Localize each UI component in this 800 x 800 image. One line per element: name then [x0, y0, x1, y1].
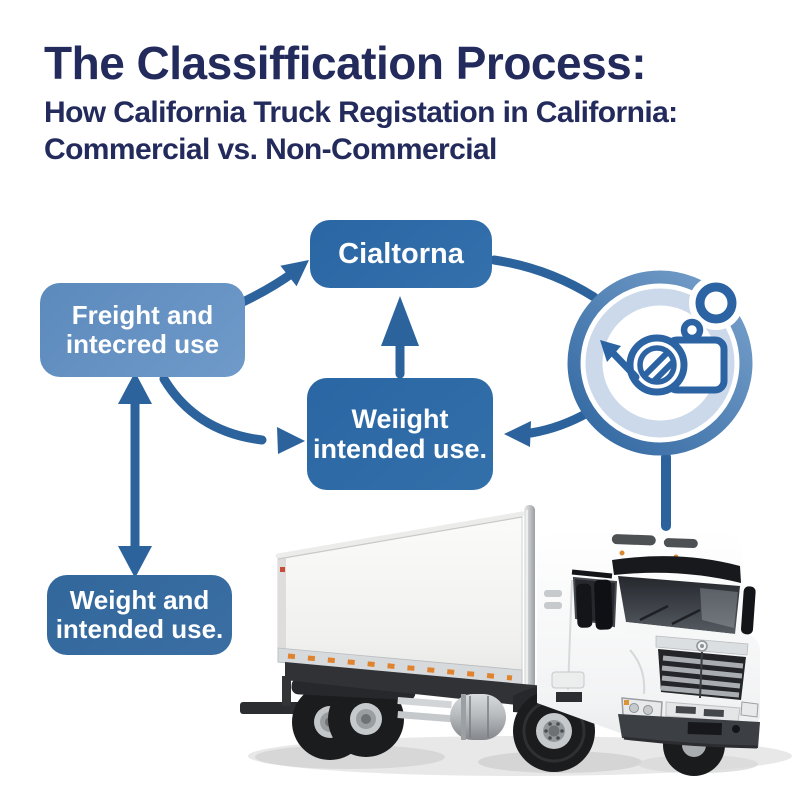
subtitle-line1: How California Truck Registation in Cali…	[44, 96, 678, 130]
flow-box-weight-bottom: Weight and intended use.	[47, 575, 232, 655]
flow-box-freight-line1: Freight and	[71, 299, 214, 330]
main-title: The Classiffication Process:	[44, 37, 647, 89]
truck-exhaust-pipe	[524, 505, 535, 691]
flow-box-california-label: Cialtorna	[338, 237, 464, 270]
flow-box-freight: Freight and intecred use	[40, 283, 245, 377]
truck-cargo-box	[275, 511, 525, 687]
flow-box-weight-bottom-line1: Weight and	[69, 584, 210, 615]
flow-box-weight-bottom-line2: intended use.	[55, 614, 224, 644]
arrow-badge-to-weightcenter	[504, 407, 594, 447]
title-block: The Classiffication Process: How Califor…	[44, 36, 678, 167]
connector-california-to-badge	[489, 255, 599, 302]
arrow-freight-weightbottom-double	[118, 372, 152, 578]
flow-box-weight-center: Weiight intended use.	[307, 378, 493, 490]
flow-box-weight-center-line2: intended use.	[312, 434, 488, 464]
arrow-freight-to-weight-center	[159, 374, 305, 454]
subtitle-line2: Commercial vs. Non-Commercial	[44, 132, 497, 166]
arrow-freight-to-california	[238, 260, 309, 307]
flow-box-california: Cialtorna	[310, 220, 492, 288]
arrow-weightcenter-to-california	[381, 296, 419, 379]
camera-prohibited-badge-icon	[567, 270, 753, 456]
truck-fuel-tank	[450, 694, 506, 740]
flow-box-freight-line2: intecred use	[65, 329, 220, 359]
flow-box-weight-center-line1: Weiight	[351, 403, 449, 434]
truck-cab	[537, 527, 760, 749]
